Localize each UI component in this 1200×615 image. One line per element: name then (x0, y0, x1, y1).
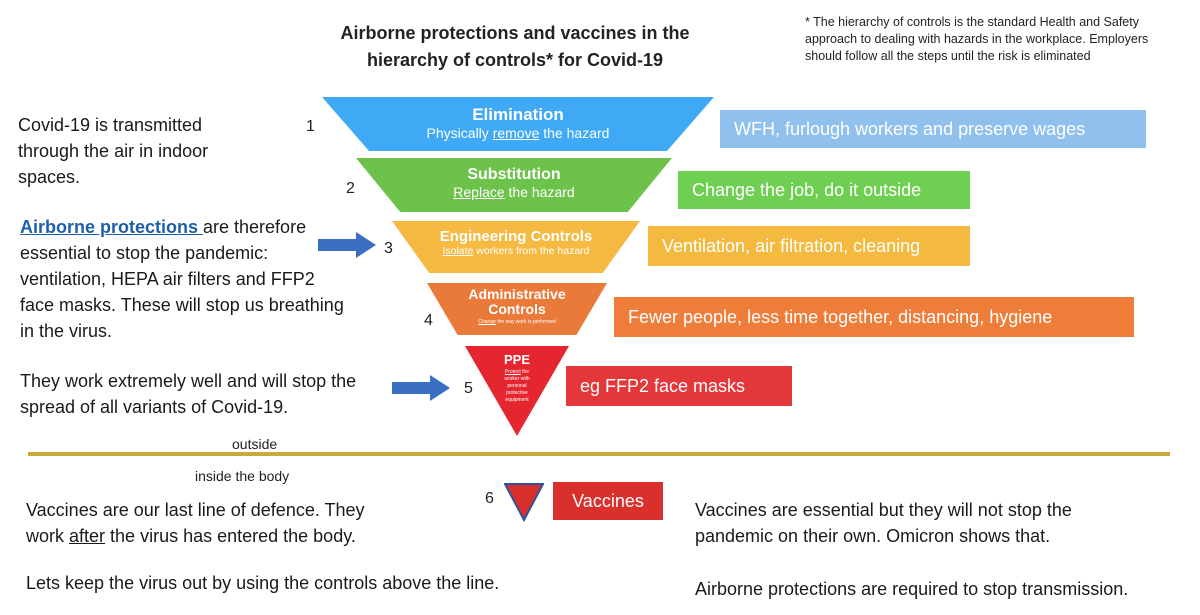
action-box-ppe: eg FFP2 face masks (566, 366, 792, 406)
vaccine-explanation: Vaccines are our last line of defence. T… (26, 497, 466, 549)
airborne-paragraph-rest: are therefore essential to stop the pand… (20, 217, 344, 341)
intro-paragraph: Covid-19 is transmitted through the air … (18, 115, 209, 187)
tier-number-4: 4 (424, 312, 433, 329)
vaccine-triangle-icon (504, 483, 544, 522)
action-box-administrative: Fewer people, less time together, distan… (614, 297, 1134, 337)
body-barrier-line (28, 452, 1170, 456)
limitation-line-2: pandemic on their own. Omicron shows tha… (695, 526, 1051, 546)
tier-ppe: PPE Protect the worker with personal pro… (465, 346, 569, 436)
limitation-line-1: Vaccines are essential but they will not… (695, 500, 1072, 520)
vaccines-box: Vaccines (553, 482, 663, 520)
title-line-2: hierarchy of controls* for Covid-19 (366, 50, 664, 70)
action-box-substitution: Change the job, do it outside (678, 171, 970, 209)
vaccine-line-1: Vaccines are our last line of defence. T… (26, 500, 365, 520)
action-box-engineering: Ventilation, air filtration, cleaning (648, 226, 970, 266)
call-to-action: Lets keep the virus out by using the con… (26, 573, 500, 593)
tier-substitution: Substitution Replace the hazard (356, 158, 672, 212)
tier-description: Change the way work is performed (478, 319, 556, 325)
tier-number-2: 2 (346, 180, 355, 197)
airborne-protections-link[interactable]: Airborne protections (20, 217, 204, 237)
arrow-right-icon (318, 232, 376, 258)
tier-description: Replace the hazard (453, 184, 575, 200)
tier-name: Elimination (472, 105, 564, 124)
transmission-statement: Airborne protections are required to sto… (695, 579, 1129, 599)
outside-label: outside (232, 436, 278, 452)
tier-name: Engineering Controls (439, 228, 593, 245)
action-box-elimination: WFH, furlough workers and preserve wages (720, 110, 1146, 148)
tier-number-5: 5 (464, 380, 473, 397)
footnote: * The hierarchy of controls is the stand… (805, 15, 1149, 63)
tier-number-1: 1 (306, 118, 315, 135)
title-line-1: Airborne protections and vaccines in the (340, 23, 690, 43)
tier-description: Isolate workers from the hazard (442, 245, 590, 257)
tier-number-6: 6 (485, 490, 494, 507)
tier-name: Substitution (467, 166, 561, 183)
tier-elimination: Elimination Physically remove the hazard (322, 97, 714, 151)
vaccine-limitation: Vaccines are essential but they will not… (695, 497, 1165, 549)
tier-name: PPE (503, 352, 530, 367)
effectiveness-paragraph: They work extremely well and will stop t… (20, 371, 357, 417)
inside-body-label: inside the body (195, 468, 290, 484)
tier-number-3: 3 (384, 240, 393, 257)
tier-description: Protect the worker with personal protect… (504, 369, 530, 403)
tier-administrative-controls: Administrative Controls Change the way w… (427, 283, 607, 335)
vaccine-line-2: work after the virus has entered the bod… (26, 526, 356, 546)
airborne-paragraph: Airborne protections are therefore essen… (20, 214, 350, 344)
diagram-title: Airborne protections and vaccines in the… (300, 20, 730, 74)
arrow-right-icon (392, 375, 450, 401)
tier-engineering-controls: Engineering Controls Isolate workers fro… (392, 221, 640, 273)
tier-name: Administrative Controls (468, 286, 566, 317)
tier-description: Physically remove the hazard (426, 125, 610, 141)
